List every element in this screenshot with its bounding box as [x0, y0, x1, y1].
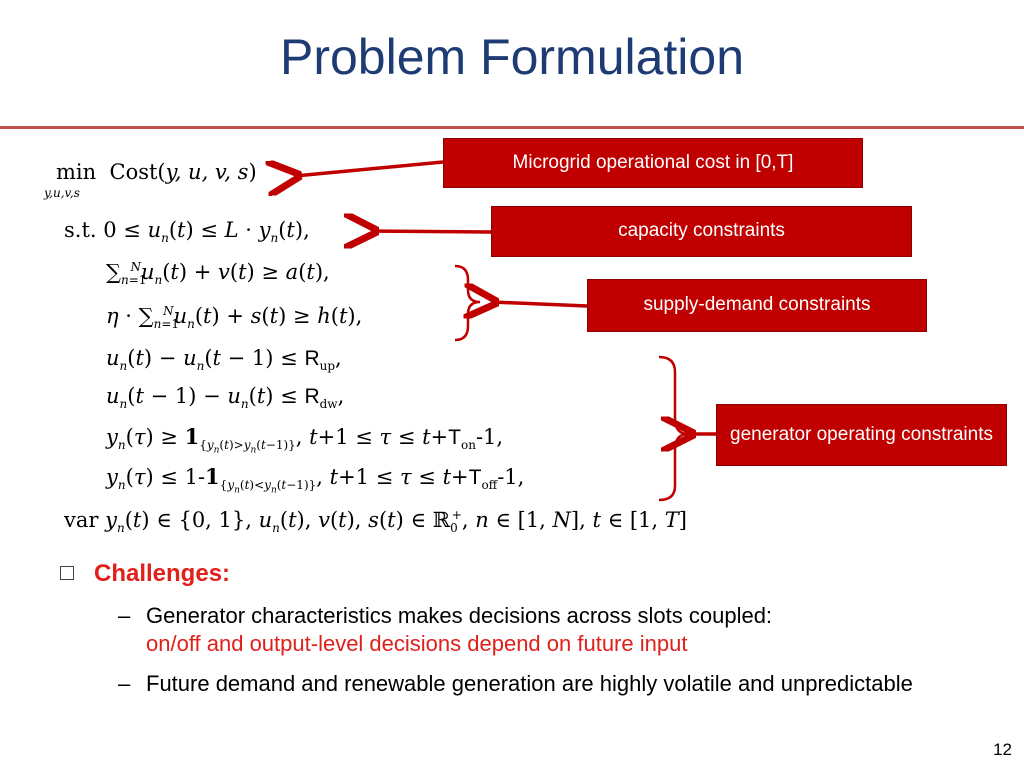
- challenge-item-1: – Generator characteristics makes decisi…: [118, 603, 773, 656]
- constraint-demand: ∑n=1Nun(t) + v(t) ≥ a(t),: [106, 260, 330, 288]
- generator-annotation-box: generator operating constraints: [716, 404, 1007, 466]
- constraint-min-off: yn(τ) ≤ 1-1{yn(t)<yn(t−1)}, t+1 ≤ τ ≤ t+…: [106, 464, 525, 496]
- supply-demand-arrow: [492, 302, 588, 306]
- variable-domain: var yn(t) ∈ {0, 1}, un(t), v(t), s(t) ∈ …: [64, 508, 687, 536]
- title-divider: [0, 126, 1024, 129]
- objective-subscript: y,u,v,s: [44, 186, 80, 200]
- constraint-heat: η · ∑n=1Nun(t) + s(t) ≥ h(t),: [106, 304, 363, 332]
- constraint-min-on: yn(τ) ≥ 1{yn(t)>yn(t−1)}, t+1 ≤ τ ≤ t+To…: [106, 424, 504, 456]
- objective: min Cost(y, u, v, s): [56, 160, 257, 184]
- supply-demand-brace: [454, 264, 481, 342]
- generator-brace: [658, 355, 689, 502]
- constraint-ramp-down: un(t − 1) − un(t) ≤ Rdw,: [106, 384, 345, 412]
- challenges-heading: Challenges:: [60, 560, 230, 588]
- cost-arrow: [295, 162, 444, 176]
- cost-annotation-box: Microgrid operational cost in [0,T]: [443, 138, 863, 188]
- challenge-item-2: – Future demand and renewable generation…: [118, 671, 913, 696]
- dash-bullet-icon: –: [118, 603, 131, 628]
- square-bullet-icon: [60, 565, 74, 580]
- supply-demand-annotation-box: supply-demand constraints: [587, 279, 927, 332]
- constraint-capacity: s.t. 0 ≤ un(t) ≤ L · yn(t),: [64, 218, 310, 246]
- dash-bullet-icon: –: [118, 671, 131, 696]
- slide-title: Problem Formulation: [279, 29, 745, 85]
- constraint-ramp-up: un(t) − un(t − 1) ≤ Rup,: [106, 346, 342, 374]
- page-number: 12: [993, 740, 1012, 759]
- capacity-arrow: [372, 231, 492, 232]
- capacity-annotation-box: capacity constraints: [491, 206, 912, 257]
